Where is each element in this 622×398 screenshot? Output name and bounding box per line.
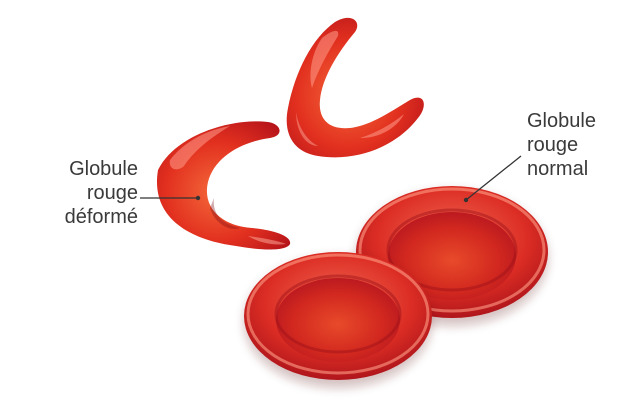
sickle-cell-icon-lower (157, 121, 290, 249)
label-normal-line3: normal (527, 157, 596, 181)
normal-red-blood-cell-icon-front (244, 252, 432, 388)
label-normal-cell: Globule rouge normal (527, 109, 596, 181)
sickle-cell-icon-upper (287, 18, 424, 158)
label-deformed-cell: Globule rouge déformé (65, 157, 138, 229)
label-deformed-line1: Globule (65, 157, 138, 181)
label-normal-line2: rouge (527, 133, 596, 157)
label-deformed-line2: rouge (65, 181, 138, 205)
label-normal-line1: Globule (527, 109, 596, 133)
label-deformed-line3: déformé (65, 205, 138, 229)
leader-dot-deformed (196, 196, 200, 200)
leader-dot-normal (464, 198, 468, 202)
